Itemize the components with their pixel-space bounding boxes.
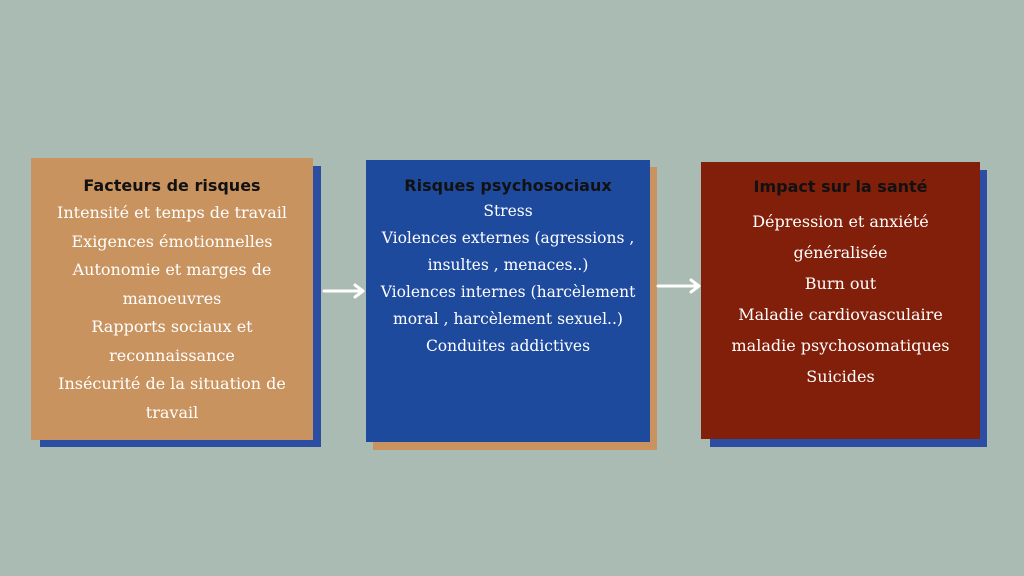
box-title: Facteurs de risques bbox=[83, 176, 261, 195]
box-line: Exigences émotionnelles bbox=[71, 231, 273, 251]
box-line: Stress bbox=[483, 202, 533, 220]
box-line: Insécurité de la situation de bbox=[58, 374, 286, 393]
box-line: moral , harcèlement sexuel..) bbox=[393, 310, 623, 328]
box-line: travail bbox=[145, 402, 199, 422]
box-line: Violences externes (agressions , bbox=[381, 229, 635, 247]
box-line: Conduites addictives bbox=[425, 337, 591, 355]
box-impact-sur-la-sante: Impact sur la santé Dépression et anxiét… bbox=[701, 162, 980, 439]
box-title: Risques psychosociaux bbox=[404, 176, 612, 195]
box-line: Maladie cardiovasculaire bbox=[738, 305, 943, 324]
box-line: insultes , menaces..) bbox=[427, 256, 589, 274]
box-line: manoeuvres bbox=[122, 288, 222, 308]
box-line: maladie psychosomatiques bbox=[731, 336, 950, 355]
right-arrow-icon bbox=[656, 278, 701, 294]
box-line: généralisée bbox=[793, 243, 888, 262]
box-line: Dépression et anxiété bbox=[752, 212, 929, 231]
right-arrow-icon bbox=[322, 283, 365, 299]
box-line: Autonomie et marges de bbox=[72, 260, 272, 279]
box-line: Intensité et temps de travail bbox=[57, 203, 287, 222]
box-line: reconnaissance bbox=[109, 345, 235, 365]
box-lines: Stress Violences externes (agressions , … bbox=[366, 198, 650, 360]
box-line: Rapports sociaux et bbox=[91, 317, 253, 336]
box-line: Burn out bbox=[804, 274, 877, 293]
box-title: Impact sur la santé bbox=[753, 177, 928, 196]
box-line: Violences internes (harcèlement bbox=[380, 283, 636, 301]
box-risques-psychosociaux: Risques psychosociaux Stress Violences e… bbox=[366, 160, 650, 442]
box-line: Suicides bbox=[806, 367, 875, 386]
box-lines: Intensité et temps de travail Exigences … bbox=[31, 199, 313, 427]
box-lines: Dépression et anxiété généralisée Burn o… bbox=[701, 206, 980, 392]
box-facteurs-de-risques: Facteurs de risques Intensité et temps d… bbox=[31, 158, 313, 440]
